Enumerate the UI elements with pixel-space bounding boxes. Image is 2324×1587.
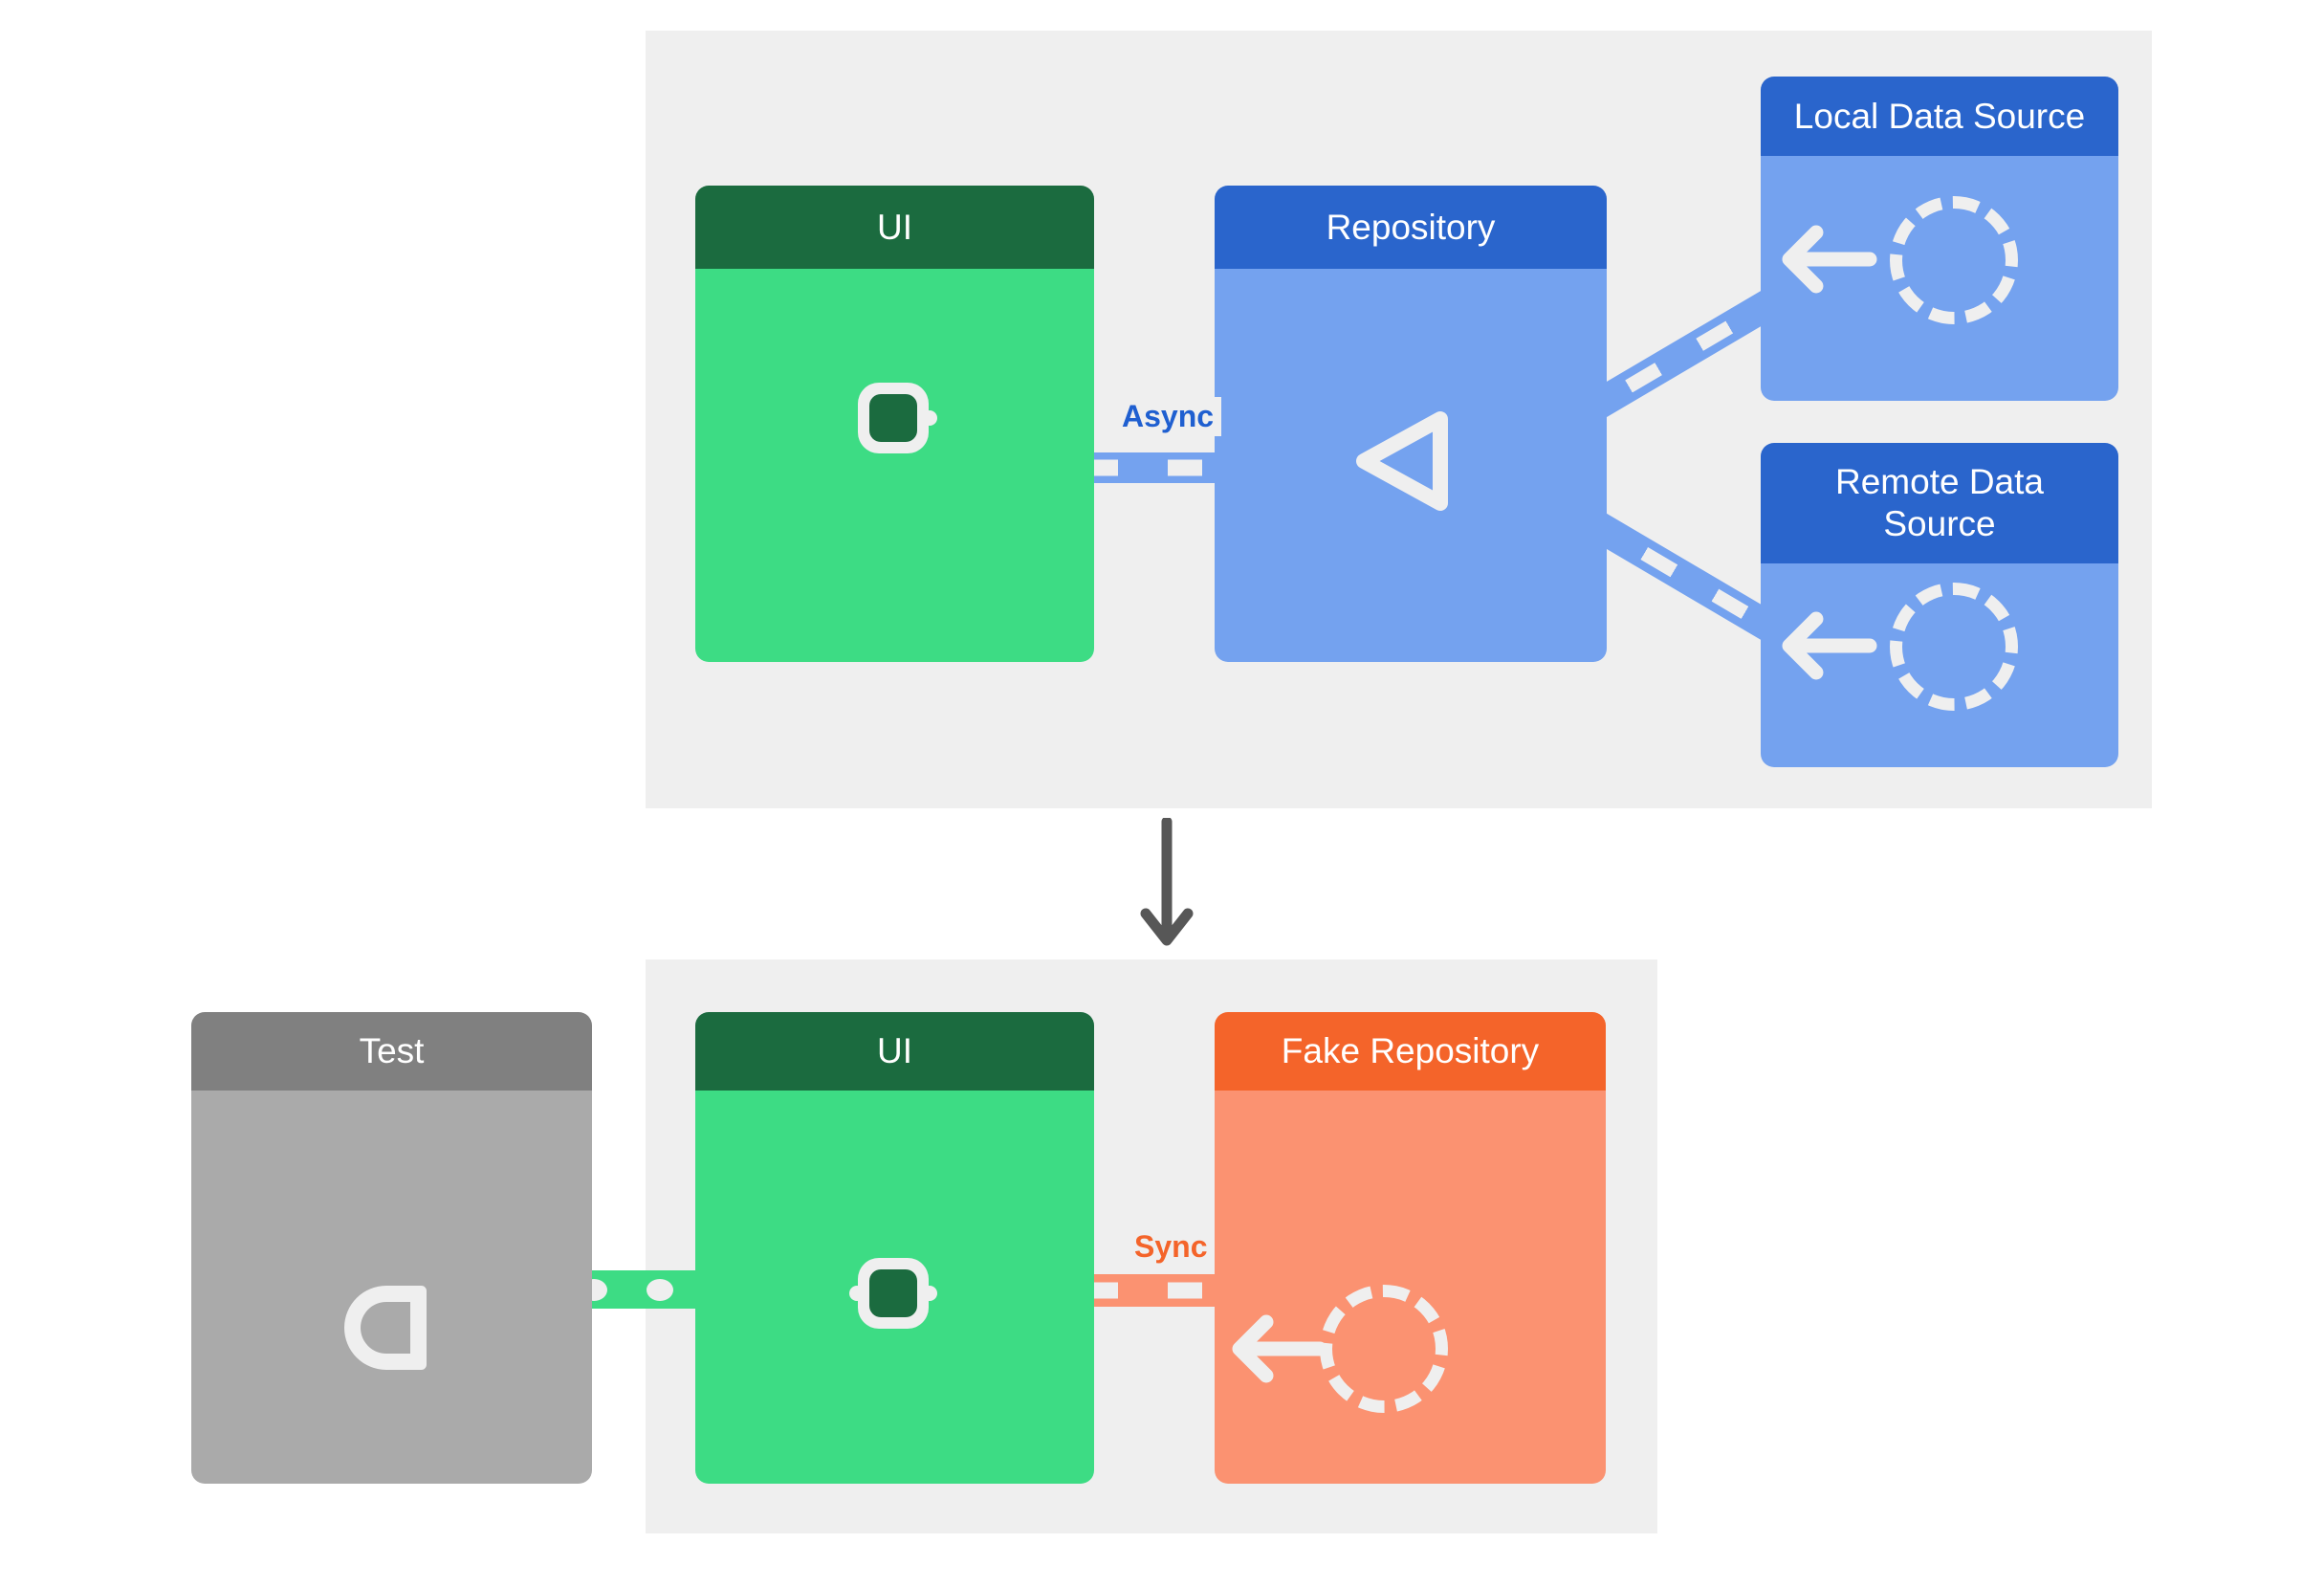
arrow-left-icon: [1782, 225, 1877, 294]
arrow-down-icon: [1140, 818, 1194, 946]
arrow-left-icon: [1782, 611, 1877, 680]
port-nub-icon: [922, 410, 937, 426]
box-local-data-source-body: [1761, 156, 2118, 401]
socket-port-icon: [344, 1286, 427, 1370]
box-repository[interactable]: Repository: [1215, 186, 1607, 662]
box-repository-title: Repository: [1215, 186, 1607, 269]
box-local-data-source-title: Local Data Source: [1761, 77, 2118, 156]
square-port-icon: [849, 1258, 937, 1329]
box-test[interactable]: Test: [191, 1012, 592, 1484]
dashed-circle-icon: [1320, 1285, 1448, 1413]
box-remote-data-source-body: [1761, 563, 2118, 767]
box-remote-data-source[interactable]: Remote Data Source: [1761, 443, 2118, 767]
box-ui-production[interactable]: UI: [695, 186, 1094, 662]
edge-label-sync: Sync: [1127, 1227, 1216, 1267]
square-port-icon: [858, 383, 937, 453]
arrow-left-icon: [1232, 1314, 1327, 1383]
box-local-data-source[interactable]: Local Data Source: [1761, 77, 2118, 401]
port-nub-icon: [922, 1286, 937, 1301]
box-remote-data-source-title: Remote Data Source: [1761, 443, 2118, 563]
box-ui-test-title: UI: [695, 1012, 1094, 1091]
box-repository-body: [1215, 269, 1607, 662]
box-ui-test[interactable]: UI: [695, 1012, 1094, 1484]
box-test-body: [191, 1091, 592, 1484]
edge-label-async: Async: [1114, 397, 1222, 436]
box-ui-test-body: [695, 1091, 1094, 1484]
box-ui-production-title: UI: [695, 186, 1094, 269]
triangle-left-icon: [1356, 411, 1448, 511]
box-ui-production-body: [695, 269, 1094, 662]
port-nub-left-icon: [849, 1286, 865, 1301]
box-fake-repository[interactable]: Fake Repository: [1215, 1012, 1606, 1484]
dashed-circle-icon: [1890, 196, 2018, 324]
box-test-title: Test: [191, 1012, 592, 1091]
box-fake-repository-title: Fake Repository: [1215, 1012, 1606, 1091]
dashed-circle-icon: [1890, 583, 2018, 711]
box-fake-repository-body: [1215, 1091, 1606, 1484]
